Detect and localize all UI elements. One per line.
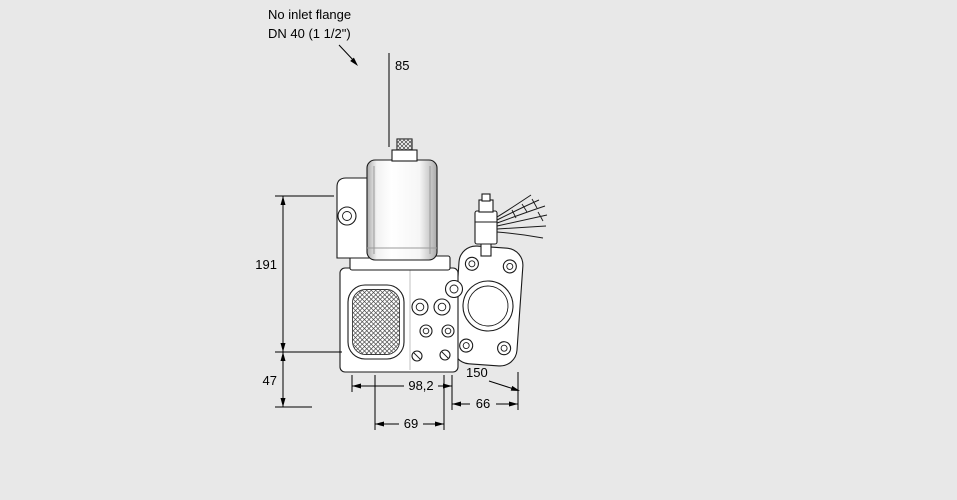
dim-47-label: 47 xyxy=(263,373,277,388)
body-screws xyxy=(411,349,451,362)
solenoid-actuator xyxy=(366,159,438,261)
dim-85-label: 85 xyxy=(395,58,409,73)
dim-98-2-label: 98,2 xyxy=(408,378,433,393)
bracket-hole xyxy=(337,206,357,226)
dim-66-label: 66 xyxy=(476,396,490,411)
mounting-bracket xyxy=(336,177,371,259)
note-line-1: No inlet flange xyxy=(268,7,351,22)
inlet-strainer xyxy=(347,284,405,360)
flange-bolt-holes xyxy=(459,256,517,356)
pressure-test-ports xyxy=(411,279,464,338)
dimension-85: 85 xyxy=(388,53,409,147)
dim-69-label: 69 xyxy=(404,416,418,431)
dimension-150: 150 xyxy=(466,365,520,391)
cable-wires xyxy=(496,194,548,239)
dim-191-label: 191 xyxy=(255,257,277,272)
flange-bore xyxy=(462,280,514,332)
outlet-flange xyxy=(452,245,524,367)
dimension-66: 66 xyxy=(452,372,519,411)
dimension-47: 47 xyxy=(263,352,312,408)
cable-connector xyxy=(474,193,548,257)
dimension-98-2: 98,2 xyxy=(351,375,453,410)
dimension-191: 191 xyxy=(255,195,342,353)
top-connection-stem xyxy=(391,138,418,162)
note-line-2: DN 40 (1 1/2") xyxy=(268,26,351,41)
note-annotation: No inlet flange DN 40 (1 1/2") xyxy=(268,7,358,66)
dim-150-label: 150 xyxy=(466,365,488,380)
note-leader-arrow xyxy=(350,57,358,66)
dimension-69: 69 xyxy=(374,375,445,431)
